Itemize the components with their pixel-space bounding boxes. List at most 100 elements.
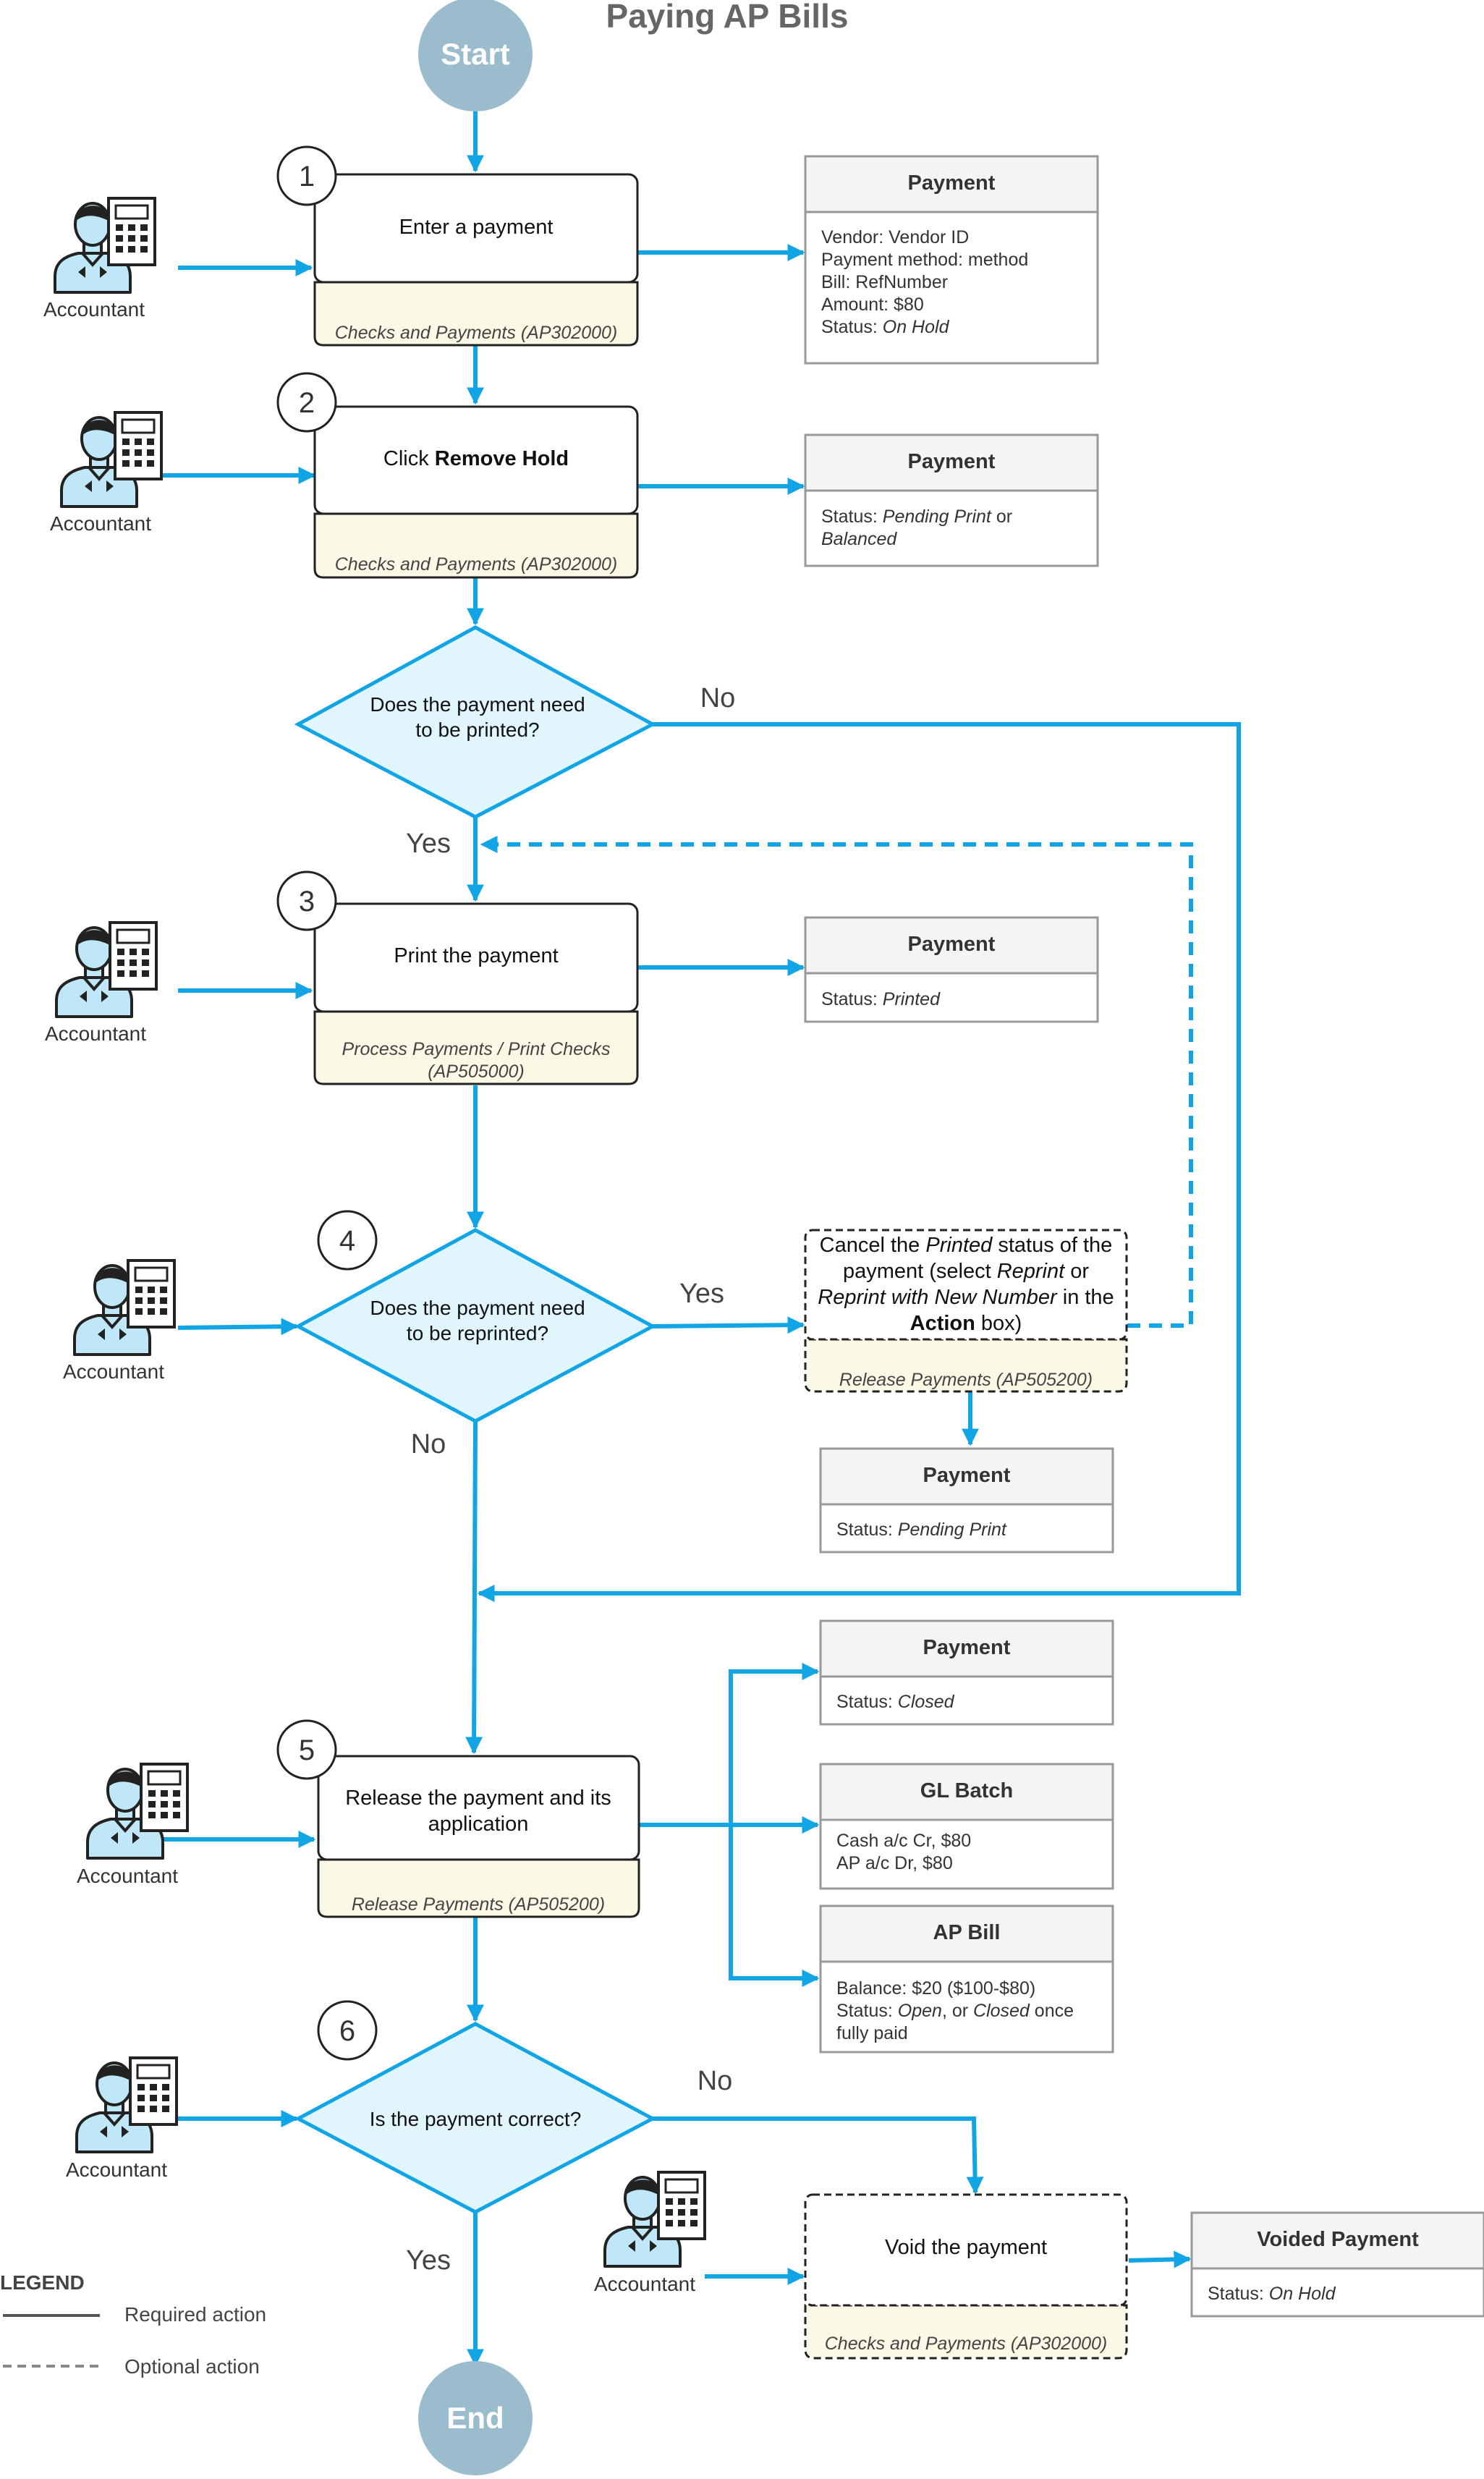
accountant-6-icon [75,2056,178,2153]
step-5-screen: Release Payments (AP505200) [352,1894,605,1915]
accountant-2-icon [60,411,163,508]
card-7-balance: Balance: $20 ($100-$80) [836,1978,1035,1999]
decision-reprint: Does the payment need to be reprinted? [294,1228,657,1423]
step-5-number: 5 [299,1734,315,1766]
step-5-label-line1: Release the payment and its [345,1787,611,1810]
card-5-status: Status: Closed [836,1692,955,1712]
step-3-screen-line1: Process Payments / Print Checks [342,1039,611,1059]
step-5-box: Release the payment and its application … [317,1755,640,1918]
card-7-status: Status: Open, or Closed once [836,2001,1074,2021]
card-8-status: Status: On Hold [1208,2284,1336,2304]
card-3-title: Payment [908,933,996,956]
step-5-badge: 5 [276,1719,337,1780]
cancel-line3: Reprint with New Number in the [818,1286,1114,1309]
card-1-vendor: Vendor: Vendor ID [821,227,969,247]
flow-connectors [161,109,1241,2367]
decision-reprint-yes: Yes [679,1279,724,1309]
cancel-printed-box: Cancel the Printed status of the payment… [804,1229,1128,1393]
step-2-number: 2 [299,387,315,419]
accountant-7-icon [603,2171,706,2268]
card-1-bill: Bill: RefNumber [821,272,948,292]
accountant-5: Accountant [77,1763,189,1887]
end-label: End [446,2401,504,2435]
accountant-5-icon [86,1763,189,1860]
step-1-badge: 1 [276,145,337,206]
start-terminal: Start [418,0,533,111]
accountant-7: Accountant [594,2171,706,2295]
accountant-7-label: Accountant [594,2273,695,2295]
card-6-title: GL Batch [920,1779,1013,1802]
card-payment-closed: Payment Status: Closed [819,1619,1114,1726]
card-payment-balanced: Payment Status: Pending Print or Balance… [804,433,1099,567]
end-terminal: End [418,2361,533,2475]
card-voided-payment: Voided Payment Status: On Hold [1190,2211,1484,2318]
step-4-number: 4 [339,1225,355,1257]
decision-correct: Is the payment correct? [294,2022,657,2214]
step-3-label: Print the payment [394,944,558,967]
step-1-box: Enter a payment Checks and Payments (AP3… [313,173,639,347]
step-2-label: Click Remove Hold [383,447,569,470]
card-2-status-line2: Balanced [821,529,897,549]
step-1-label: Enter a payment [399,216,554,239]
accountant-6-label: Accountant [66,2158,167,2181]
void-screen: Checks and Payments (AP302000) [825,2334,1108,2354]
cancel-line2: payment (select Reprint or [843,1260,1089,1283]
card-1-method: Payment method: method [821,250,1028,270]
card-6-line1: Cash a/c Cr, $80 [836,1831,971,1851]
card-1-amount: Amount: $80 [821,294,924,315]
decision-correct-no: No [698,2066,733,2096]
step-3-screen-line2: (AP505000) [428,1061,524,1082]
accountant-3-icon [55,921,158,1018]
accountant-3-label: Accountant [45,1022,146,1045]
accountant-2: Accountant [50,411,163,535]
legend-title: LEGEND [0,2271,85,2294]
cancel-line4: Action box) [910,1312,1022,1335]
decision-correct-label: Is the payment correct? [370,2108,582,2130]
step-6-badge: 6 [317,2000,378,2061]
step-1-number: 1 [299,161,315,192]
decision-reprint-no: No [411,1429,446,1459]
void-label: Void the payment [885,2236,1047,2259]
card-3-status: Status: Printed [821,989,941,1009]
step-1-screen: Checks and Payments (AP302000) [335,323,618,343]
card-4-status: Status: Pending Print [836,1520,1007,1540]
card-gl-batch: GL Batch Cash a/c Cr, $80 AP a/c Dr, $80 [819,1763,1114,1890]
accountant-1-icon [54,197,156,294]
step-3-number: 3 [299,886,315,918]
decision-reprint-line2: to be reprinted? [407,1322,548,1344]
accountant-1: Accountant [43,197,156,321]
decision-print: Does the payment need to be printed? [294,625,657,819]
step-3-badge: 3 [276,870,337,931]
legend-optional-label: Optional action [124,2355,260,2378]
decision-print-no: No [700,683,736,713]
diagram-title: Paying AP Bills [606,0,849,35]
cancel-line1: Cancel the Printed status of the [820,1234,1113,1257]
decision-correct-yes: Yes [406,2245,451,2276]
card-2-status-line1: Status: Pending Print or [821,507,1012,527]
decision-print-line2: to be printed? [415,719,539,741]
accountant-4: Accountant [63,1259,176,1383]
legend-required-label: Required action [124,2303,266,2326]
card-6-line2: AP a/c Dr, $80 [836,1853,953,1873]
step-6-number: 6 [339,2015,355,2047]
step-2-screen: Checks and Payments (AP302000) [335,554,618,575]
decision-print-line1: Does the payment need [370,693,585,716]
start-label: Start [441,37,510,71]
card-1-status: Status: On Hold [821,317,950,337]
void-payment-box: Void the payment Checks and Payments (AP… [804,2193,1128,2360]
step-3-box: Print the payment Process Payments / Pri… [313,902,639,1085]
card-7-fully-paid: fully paid [836,2023,908,2043]
card-7-title: AP Bill [933,1921,1001,1944]
accountant-4-label: Accountant [63,1360,164,1383]
decision-print-yes: Yes [406,829,451,859]
accountant-2-label: Accountant [50,512,151,535]
card-5-title: Payment [923,1636,1011,1659]
card-4-title: Payment [923,1464,1011,1487]
card-ap-bill: AP Bill Balance: $20 ($100-$80) Status: … [819,1904,1114,2054]
card-payment-entered: Payment Vendor: Vendor ID Payment method… [804,155,1099,365]
legend: LEGEND Required action Optional action [0,2271,266,2378]
accountant-1-label: Accountant [43,298,145,321]
card-1-title: Payment [908,171,996,195]
accountant-4-icon [73,1259,176,1356]
